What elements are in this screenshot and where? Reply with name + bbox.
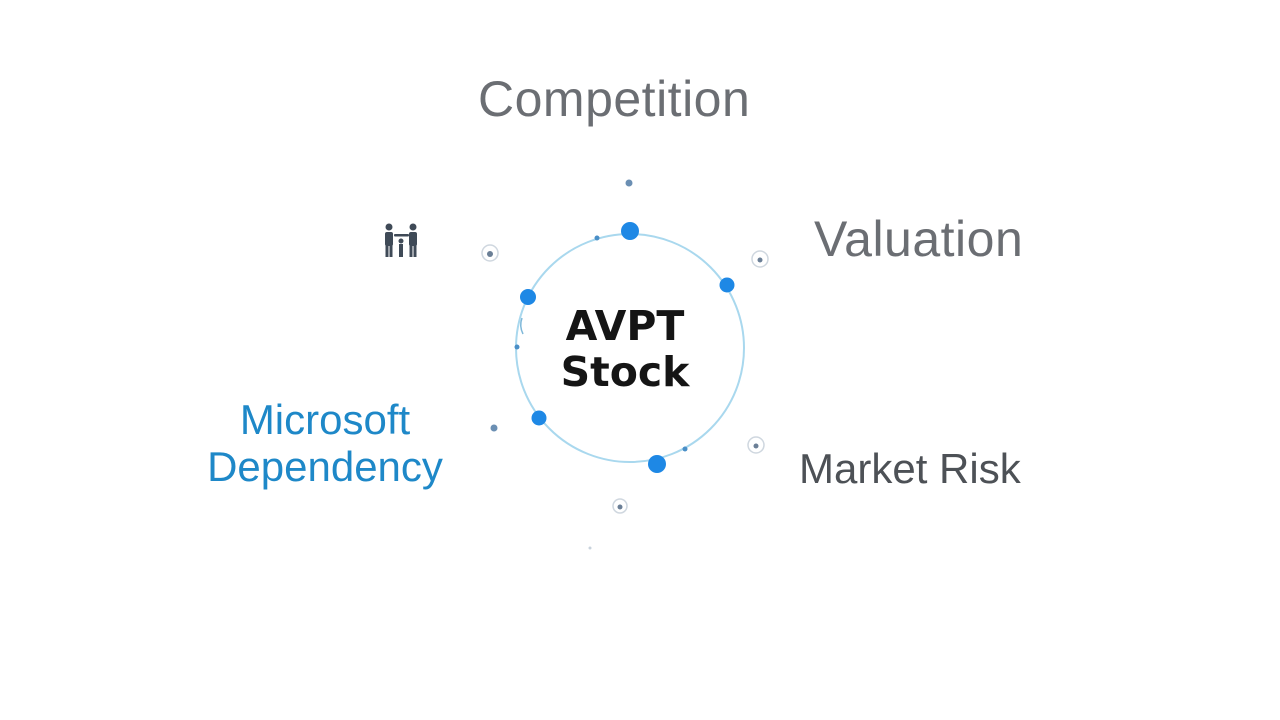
outer-dot-faint xyxy=(588,546,592,550)
center-title-line1: AVPT xyxy=(565,302,685,350)
ring-accent-dot xyxy=(514,344,520,350)
target-marker xyxy=(612,498,628,514)
outer-dot xyxy=(490,424,498,432)
target-marker xyxy=(751,250,769,268)
center-title: AVPT Stock xyxy=(525,303,725,395)
ring-accent-dot xyxy=(594,235,600,241)
ring-node-left xyxy=(520,289,536,305)
ring-node-right xyxy=(719,277,735,293)
topic-microsoft-dependency: Microsoft Dependency xyxy=(186,396,464,490)
center-title-line2: Stock xyxy=(560,348,690,396)
target-marker xyxy=(481,244,499,262)
ring-node-bottom xyxy=(648,455,666,473)
topic-microsoft-line1: Microsoft xyxy=(239,396,411,443)
topic-microsoft-line2: Dependency xyxy=(207,443,443,490)
ring-accent-dot xyxy=(682,446,688,452)
topic-market-risk: Market Risk xyxy=(799,445,1021,492)
topic-competition: Competition xyxy=(478,71,751,127)
ring-node-top xyxy=(621,222,639,240)
outer-dot xyxy=(625,179,633,187)
ring-node-lower-left xyxy=(531,410,547,426)
ring-accent-arc xyxy=(519,317,524,335)
target-marker xyxy=(747,436,765,454)
people-icon xyxy=(385,223,417,257)
topic-valuation: Valuation xyxy=(814,211,1024,267)
